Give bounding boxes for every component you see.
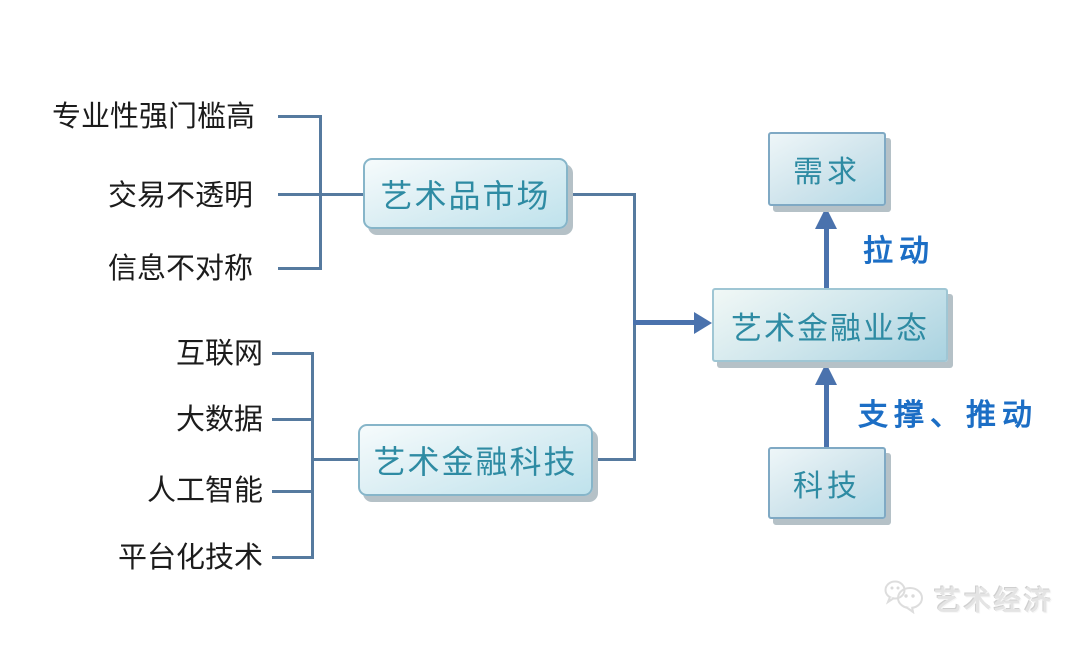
connector-line [278,267,322,270]
wechat-icon [882,578,928,618]
arrow-label-support: 支撑、推动 [858,398,1038,433]
connector-line [272,490,314,493]
tech-factor-label: 平台化技术 [117,540,263,574]
arrow-label-pull: 拉动 [863,234,935,269]
arrowhead-up-icon [815,363,837,385]
market-factor-label: 信息不对称 [107,251,253,285]
connector-line [278,115,322,118]
node-ecosystem: 艺术金融业态 [712,288,948,362]
connector-line [319,115,322,270]
connector-line [633,193,636,461]
node-technology: 科技 [768,447,886,519]
arrow-support [824,384,829,447]
market-factor-label: 交易不透明 [107,178,253,212]
connector-line [311,352,314,559]
market-factor-label: 专业性强门槛高 [51,99,255,133]
connector-line [272,418,314,421]
connector-line [595,458,635,461]
arrow-to-ecosystem [633,320,695,325]
connector-line [272,352,314,355]
node-art-market: 艺术品市场 [363,158,568,229]
arrowhead-up-icon [815,207,837,229]
node-art-fintech: 艺术金融科技 [358,424,593,496]
connector-line [311,458,358,461]
watermark-label: 艺术经济 [934,585,1054,617]
watermark: 艺术经济 [882,578,1054,618]
node-demand: 需求 [768,132,886,206]
tech-factor-label: 人工智能 [146,473,263,507]
tech-factor-label: 互联网 [175,336,263,370]
arrow-pull [824,228,829,288]
connector-line [272,556,314,559]
connector-line [568,193,635,196]
arrowhead-right-icon [694,312,712,334]
tech-factor-label: 大数据 [175,402,263,436]
